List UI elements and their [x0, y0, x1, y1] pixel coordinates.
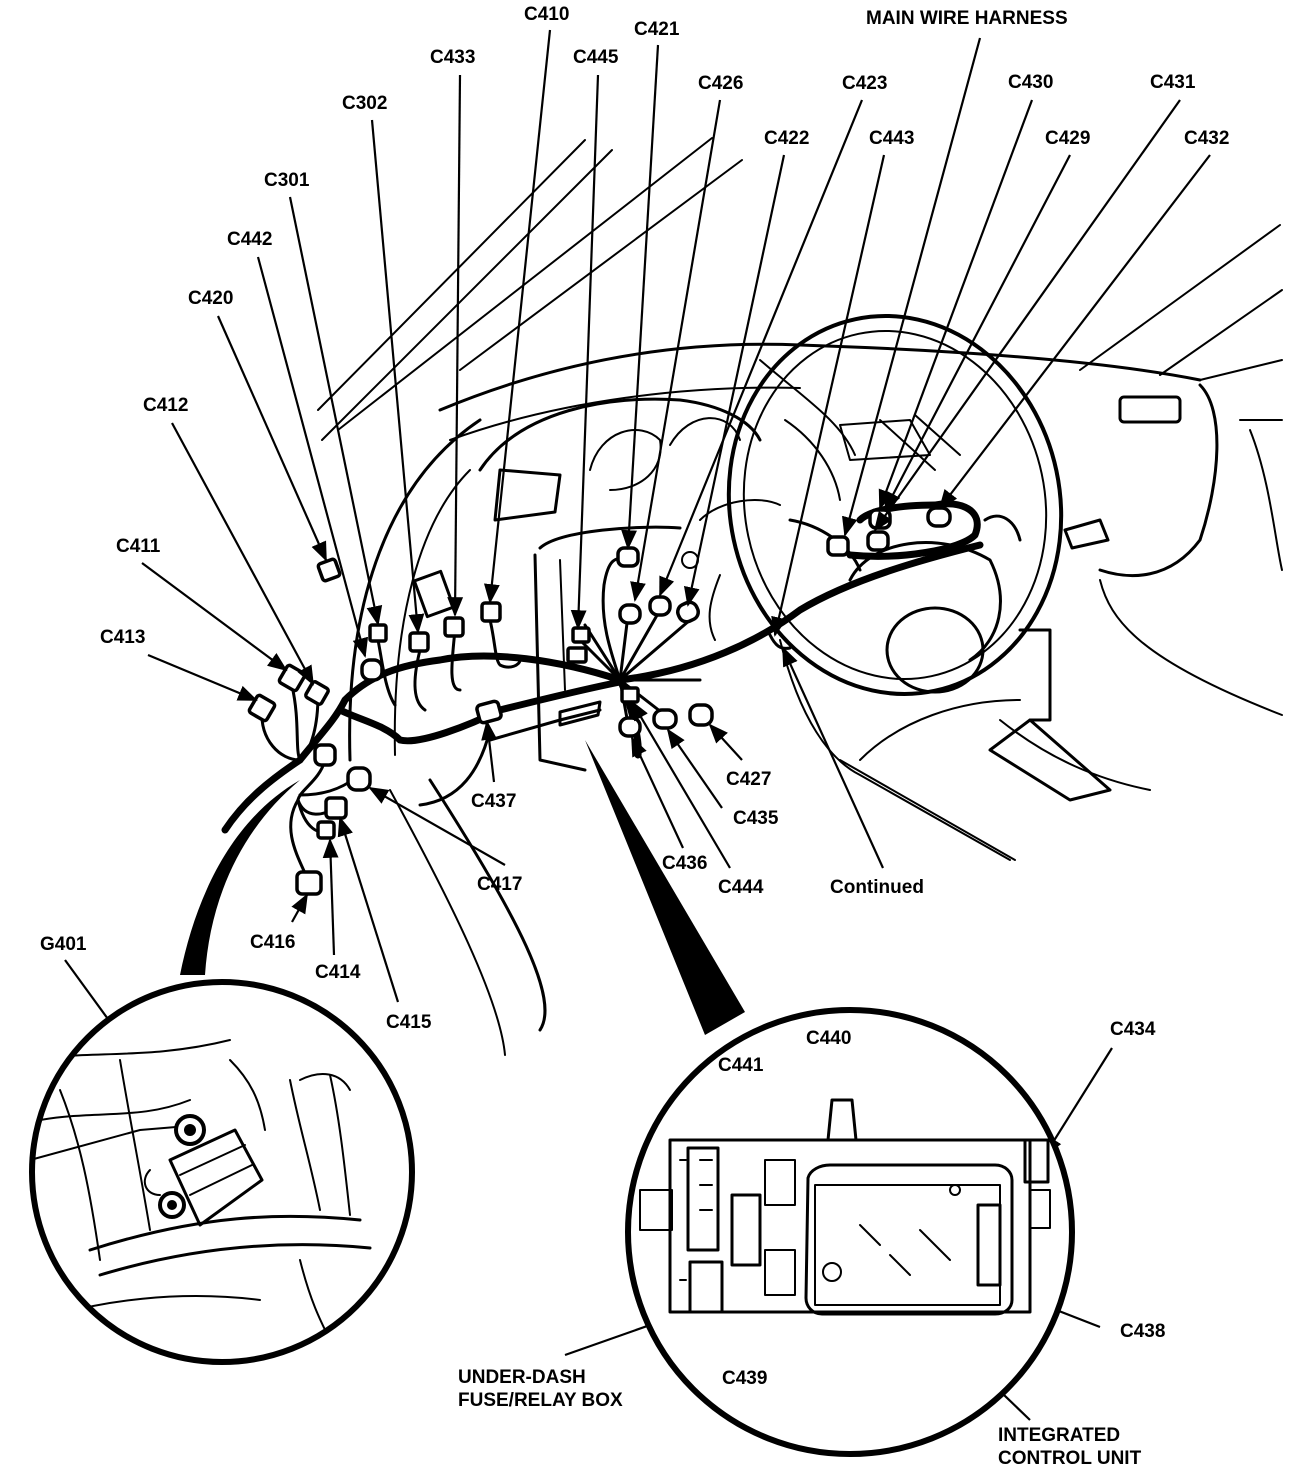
label-c436: C436 — [662, 853, 707, 874]
label-c415: C415 — [386, 1012, 432, 1033]
label-under-dash-1: UNDER-DASH — [458, 1367, 586, 1388]
label-c442: C442 — [227, 229, 272, 250]
label-c417: C417 — [477, 874, 522, 895]
label-c432: C432 — [1184, 128, 1229, 149]
label-c444: C444 — [718, 877, 764, 898]
label-c421: C421 — [634, 19, 680, 40]
label-c431: C431 — [1150, 72, 1196, 93]
label-c302: C302 — [342, 93, 387, 114]
label-c413: C413 — [100, 627, 145, 648]
magnify-wedges — [180, 740, 745, 1035]
label-c412: C412 — [143, 395, 188, 416]
label-c441: C441 — [718, 1055, 764, 1076]
label-c423: C423 — [842, 73, 887, 94]
callout-labels: MAIN WIRE HARNESS C410 C421 C433 C445 C3… — [40, 4, 1229, 1469]
label-c427: C427 — [726, 769, 771, 790]
label-c438: C438 — [1120, 1321, 1165, 1342]
label-c422: C422 — [764, 128, 809, 149]
label-g401: G401 — [40, 934, 87, 955]
label-c435: C435 — [733, 808, 779, 829]
label-continued: Continued — [830, 877, 924, 898]
vehicle-outline — [317, 137, 1283, 1056]
label-c440: C440 — [806, 1028, 851, 1049]
label-icu-1: INTEGRATED — [998, 1425, 1120, 1446]
label-icu-2: CONTROL UNIT — [998, 1448, 1142, 1469]
label-c411: C411 — [116, 536, 161, 557]
label-c434: C434 — [1110, 1019, 1156, 1040]
label-main-wire-harness: MAIN WIRE HARNESS — [866, 8, 1068, 29]
label-c410: C410 — [524, 4, 569, 25]
label-under-dash-2: FUSE/RELAY BOX — [458, 1390, 623, 1411]
label-c439: C439 — [722, 1368, 767, 1389]
label-c426: C426 — [698, 73, 743, 94]
ground-detail-inset — [29, 979, 415, 1365]
label-c416: C416 — [250, 932, 295, 953]
label-c420: C420 — [188, 288, 233, 309]
label-c414: C414 — [315, 962, 361, 983]
label-c445: C445 — [573, 47, 619, 68]
main-wire-harness — [221, 500, 984, 882]
leader-lines — [64, 29, 1211, 1421]
label-c430: C430 — [1008, 72, 1053, 93]
label-c437: C437 — [471, 791, 516, 812]
label-c433: C433 — [430, 47, 475, 68]
label-c429: C429 — [1045, 128, 1090, 149]
label-c443: C443 — [869, 128, 914, 149]
label-c301: C301 — [264, 170, 310, 191]
fuse-box-inset — [625, 1007, 1075, 1457]
